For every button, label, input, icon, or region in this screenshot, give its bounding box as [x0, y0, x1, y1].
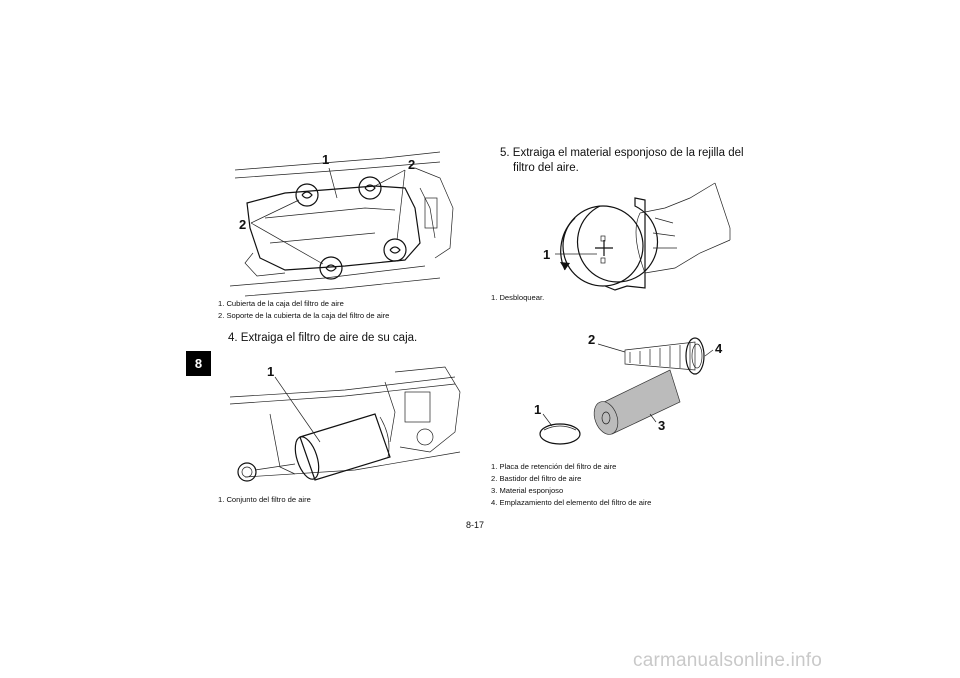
step-5-instruction: 5. Extraiga el material esponjoso de la … — [500, 146, 744, 176]
caption-line: 1. Cubierta de la caja del filtro de air… — [218, 299, 344, 308]
figure1-caption: 1. Cubierta de la caja del filtro de air… — [218, 298, 389, 322]
caption-line: 4. Emplazamiento del elemento del filtro… — [491, 498, 652, 507]
figure-unlock-grille: 1 — [535, 178, 735, 293]
caption-line: 2. Bastidor del filtro de aire — [491, 474, 582, 483]
caption-line: 1. Desbloquear. — [491, 293, 545, 302]
caption-line: 3. Material esponjoso — [491, 486, 564, 495]
step-5-line-2: filtro del aire. — [513, 162, 579, 174]
figure4-callout-1: 1 — [534, 402, 541, 417]
figure2-caption: 1. Conjunto del filtro de aire — [218, 494, 311, 506]
figure1-callout-1: 1 — [322, 152, 329, 167]
figure4-caption: 1. Placa de retención del filtro de aire… — [491, 461, 651, 509]
watermark[interactable]: carmanualsonline.info — [633, 650, 823, 671]
step-4-instruction: 4. Extraiga el filtro de aire de su caja… — [228, 332, 418, 344]
figure4-callout-4: 4 — [715, 341, 723, 356]
figure4-callout-2: 2 — [588, 332, 595, 347]
figure1-callout-2-left: 2 — [239, 217, 246, 232]
figure3-callout-1: 1 — [543, 247, 550, 262]
figure3-caption: 1. Desbloquear. — [491, 292, 544, 304]
chapter-tab: 8 — [186, 351, 211, 376]
page-number: 8-17 — [466, 520, 485, 530]
figure-air-filter-assembly: 1 — [225, 352, 465, 487]
caption-line: 1. Conjunto del filtro de aire — [218, 495, 311, 504]
step-5-line-1: 5. Extraiga el material esponjoso de la … — [500, 147, 744, 159]
figure1-callout-2-right: 2 — [408, 157, 415, 172]
caption-line: 2. Soporte de la cubierta de la caja del… — [218, 311, 390, 320]
figure2-callout-1: 1 — [267, 364, 274, 379]
figure-air-filter-cover: 1 2 2 — [225, 148, 465, 298]
figure-filter-components: 2 4 1 3 — [530, 322, 730, 452]
caption-line: 1. Placa de retención del filtro de aire — [491, 462, 617, 471]
figure4-callout-3: 3 — [658, 418, 665, 433]
